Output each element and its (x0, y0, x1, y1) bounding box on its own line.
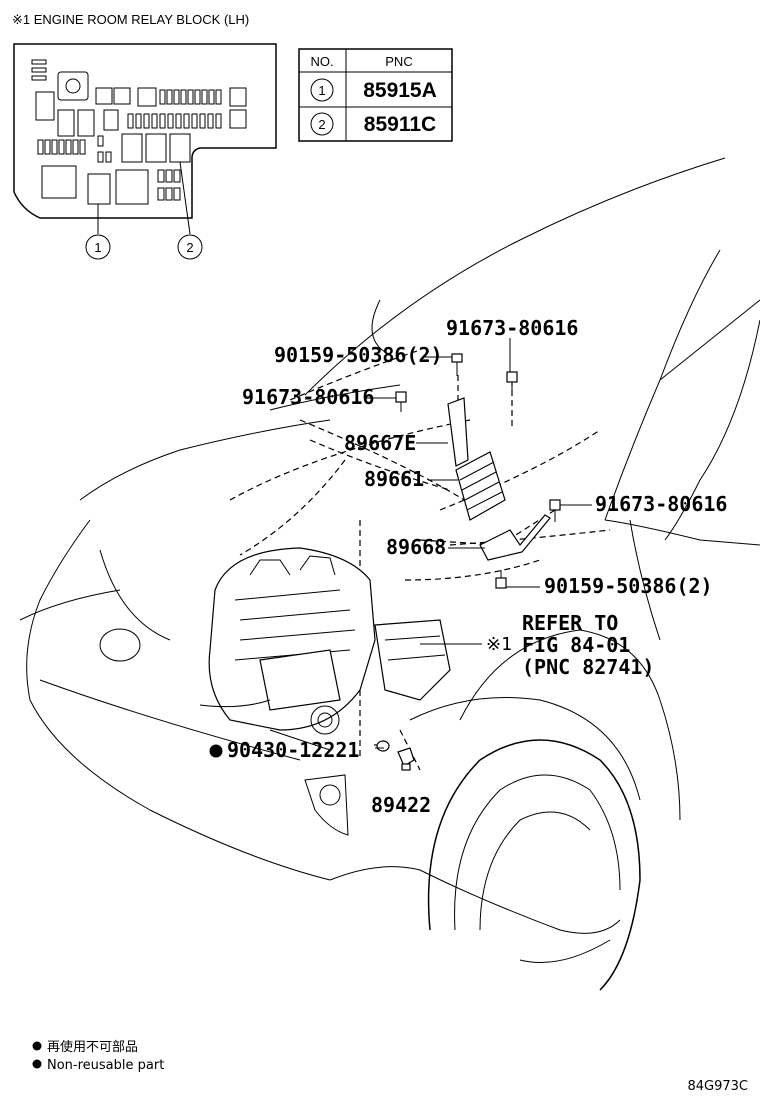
pnc-header-no: NO. (310, 54, 333, 69)
fuse-row-mid (127, 113, 222, 129)
bolt-icon (549, 499, 561, 522)
ring-icon (376, 740, 390, 752)
bolt-icon (395, 391, 407, 412)
ecu-module (455, 451, 506, 521)
part-label-bolt: 91673-80616 (446, 316, 578, 340)
pnc-row-no: 2 (318, 117, 325, 132)
part-label-ring: 90430-12221 (227, 738, 359, 762)
part-label-bracket: 89668 (386, 535, 446, 559)
legend: 再使用不可部品 Non-reusable part (32, 1039, 164, 1073)
callout-2: 2 (177, 234, 203, 260)
bracket-lower (479, 514, 551, 561)
non-reusable-dot-icon (32, 1059, 42, 1069)
bracket-upper (447, 397, 469, 467)
part-label-ecu: 89661 (364, 467, 424, 491)
front-wheel (427, 739, 641, 991)
pnc-header-pnc: PNC (385, 54, 412, 69)
fuse-row-left (37, 139, 86, 155)
bolt-icon (451, 353, 463, 376)
relay-block-title: ※1 ENGINE ROOM RELAY BLOCK (LH) (12, 12, 249, 27)
diagram-text: 2 (186, 240, 193, 255)
reference-line-2: FIG 84-01 (522, 633, 630, 657)
bolt-icon (506, 371, 518, 392)
non-reusable-dot-icon (32, 1041, 42, 1051)
legend-jp: 再使用不可部品 (47, 1039, 138, 1055)
fuse-row-top (159, 89, 222, 105)
reference-mark: ※1 (486, 634, 512, 655)
callout-1: 1 (85, 234, 111, 260)
pnc-row-value: 85911C (364, 113, 436, 136)
pnc-row-value: 85915A (363, 79, 437, 102)
part-label-bolt: 90159-50386(2) (274, 343, 443, 367)
part-label-bolt: 91673-80616 (242, 385, 374, 409)
sensor-icon (397, 747, 415, 771)
part-label-bolt: 91673-80616 (595, 492, 727, 516)
part-label-bolt: 90159-50386(2) (544, 574, 713, 598)
pnc-table: NO. PNC 1 85915A 2 85911C (298, 48, 453, 142)
relay-block-outline (13, 43, 277, 235)
part-label-bracket: 89667E (344, 431, 416, 455)
pnc-row-no: 1 (318, 83, 325, 98)
leader-lines (367, 338, 592, 749)
figure-id: 84G973C (687, 1079, 748, 1094)
diagram-text: 1 (94, 240, 101, 255)
reference-line-1: REFER TO (522, 611, 618, 635)
engine-assembly (199, 547, 451, 751)
non-reusable-dot-icon (209, 744, 223, 758)
vehicle-body-outline (19, 157, 760, 963)
bolt-icon (495, 570, 507, 589)
part-label-sensor: 89422 (371, 793, 431, 817)
reference-line-3: (PNC 82741) (522, 655, 654, 679)
legend-en: Non-reusable part (47, 1058, 164, 1073)
